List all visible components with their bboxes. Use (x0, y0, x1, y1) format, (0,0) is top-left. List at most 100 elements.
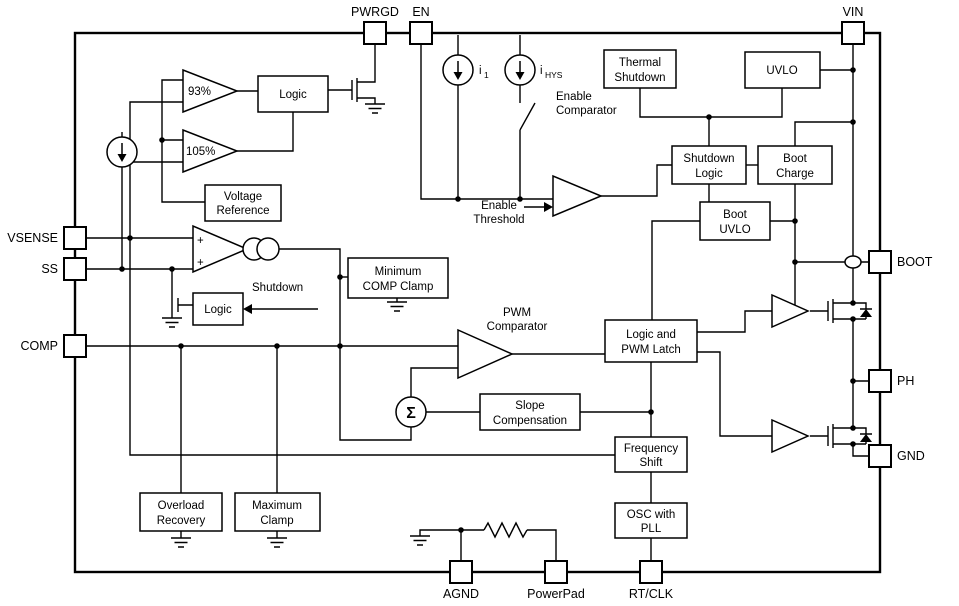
error-amp-plus-label: + (197, 257, 204, 269)
pin-rtclk (639, 560, 663, 584)
shutdown-arrowhead-icon (243, 304, 252, 314)
ground-icon (409, 535, 431, 546)
block-frequency-shift-label: Shift (639, 457, 663, 469)
block-boot-charge-label: Boot (783, 153, 807, 165)
pin-vsense-label: VSENSE (7, 231, 58, 245)
block-osc-with-pll-label: OSC with (627, 509, 676, 521)
pin-ss-label: SS (41, 262, 58, 276)
pin-rtclk-label: RT/CLK (629, 587, 674, 601)
block-voltage-reference-label: Voltage (224, 191, 262, 203)
ic-boundary (73, 31, 882, 574)
block-osc-with-pll-label: PLL (641, 523, 662, 535)
pin-comp (63, 334, 87, 358)
block-logic-ss-label: Logic (204, 304, 232, 316)
block-voltage-reference (204, 184, 282, 222)
block-slope-compensation-label: Compensation (493, 415, 567, 427)
ground-icon (170, 537, 192, 548)
pin-vin-label: VIN (843, 5, 864, 19)
highside-driver-triangle (771, 293, 810, 329)
block-logic-pwrgd (257, 75, 329, 113)
pin-agnd-label: AGND (443, 587, 479, 601)
block-slope-compensation-label: Slope (515, 400, 544, 412)
block-voltage-reference-label: Reference (216, 205, 269, 217)
block-minimum-comp-clamp-label: COMP Clamp (363, 281, 434, 293)
enable-threshold-arrowhead-icon (544, 202, 553, 212)
comparator-93-triangle (182, 68, 240, 114)
block-boot-uvlo-label: Boot (723, 209, 747, 221)
block-maximum-clamp-label: Clamp (260, 515, 293, 527)
ground-icon (266, 537, 288, 548)
error-amplifier-triangle (192, 224, 249, 274)
pin-gnd-label: GND (897, 449, 925, 463)
i1-sub-label: 1 (484, 70, 489, 80)
block-logic-pwm-latch-label: Logic and (626, 329, 676, 341)
summing-node (395, 396, 427, 428)
i1-current-source-icon (442, 54, 474, 86)
block-osc-with-pll (614, 502, 688, 539)
highside-body-diode-icon (860, 309, 872, 317)
enable-comparator-label: Enable (556, 91, 592, 103)
enable-comparator-triangle (552, 174, 603, 218)
block-shutdown-logic-label: Logic (695, 168, 723, 180)
comparator-93-label: 93% (188, 86, 211, 98)
ground-icon (161, 317, 183, 328)
pin-comp-label: COMP (21, 339, 59, 353)
block-maximum-clamp-label: Maximum (252, 500, 302, 512)
error-amp-plus-label: + (197, 235, 204, 247)
lowside-driver-triangle (771, 418, 810, 454)
pin-en (409, 21, 433, 45)
block-overload-recovery-label: Recovery (157, 515, 206, 527)
ihys-label: i (540, 65, 543, 77)
pin-ph (868, 369, 892, 393)
block-maximum-clamp (234, 492, 321, 532)
block-thermal-shutdown-label: Shutdown (614, 72, 665, 84)
wires (86, 35, 872, 561)
pin-gnd (868, 444, 892, 468)
summing-node-label: Σ (406, 405, 416, 422)
pwm-comparator-label: Comparator (487, 321, 548, 333)
pin-en-label: EN (412, 5, 429, 19)
comparator-105-triangle (182, 128, 240, 174)
block-slope-compensation (479, 393, 581, 431)
pin-powerpad-label: PowerPad (527, 587, 585, 601)
block-boot-charge (757, 145, 833, 185)
lowside-body-diode-icon (860, 434, 872, 442)
pin-powerpad (544, 560, 568, 584)
enable-threshold-label: Enable (481, 200, 517, 212)
block-boot-charge-label: Charge (776, 168, 814, 180)
block-uvlo (744, 51, 821, 89)
wire-crossover-icon (844, 255, 862, 269)
comparator-105-label: 105% (186, 146, 215, 158)
enable-threshold-label: Threshold (473, 214, 524, 226)
block-logic-ss (192, 292, 244, 326)
ground-icon (386, 301, 408, 312)
pin-vsense (63, 226, 87, 250)
block-overload-recovery (139, 492, 223, 532)
shutdown-label: Shutdown (252, 282, 303, 294)
pin-ph-label: PH (897, 374, 914, 388)
block-logic-pwrgd-label: Logic (279, 89, 307, 101)
block-shutdown-logic-label: Shutdown (683, 153, 734, 165)
junction-dots (119, 67, 856, 533)
pin-vin (841, 21, 865, 45)
pin-ss (63, 257, 87, 281)
block-uvlo-label: UVLO (766, 65, 797, 77)
pin-agnd (449, 560, 473, 584)
ss-charge-current-source-icon (106, 136, 138, 168)
pin-pwrgd-label: PWRGD (351, 5, 399, 19)
pwm-comparator-triangle (457, 328, 514, 380)
enable-comparator-label: Comparator (556, 105, 617, 117)
block-thermal-shutdown-label: Thermal (619, 57, 661, 69)
block-logic-pwm-latch (604, 319, 698, 363)
block-logic-pwm-latch-label: PWM Latch (621, 344, 680, 356)
block-boot-uvlo (699, 201, 771, 241)
i1-label: i (479, 65, 482, 77)
block-boot-uvlo-label: UVLO (719, 224, 750, 236)
block-shutdown-logic (671, 145, 747, 185)
block-thermal-shutdown (603, 49, 677, 89)
gm-output-icon (256, 237, 280, 261)
block-frequency-shift-label: Frequency (624, 443, 679, 455)
block-minimum-comp-clamp-label: Minimum (375, 266, 422, 278)
